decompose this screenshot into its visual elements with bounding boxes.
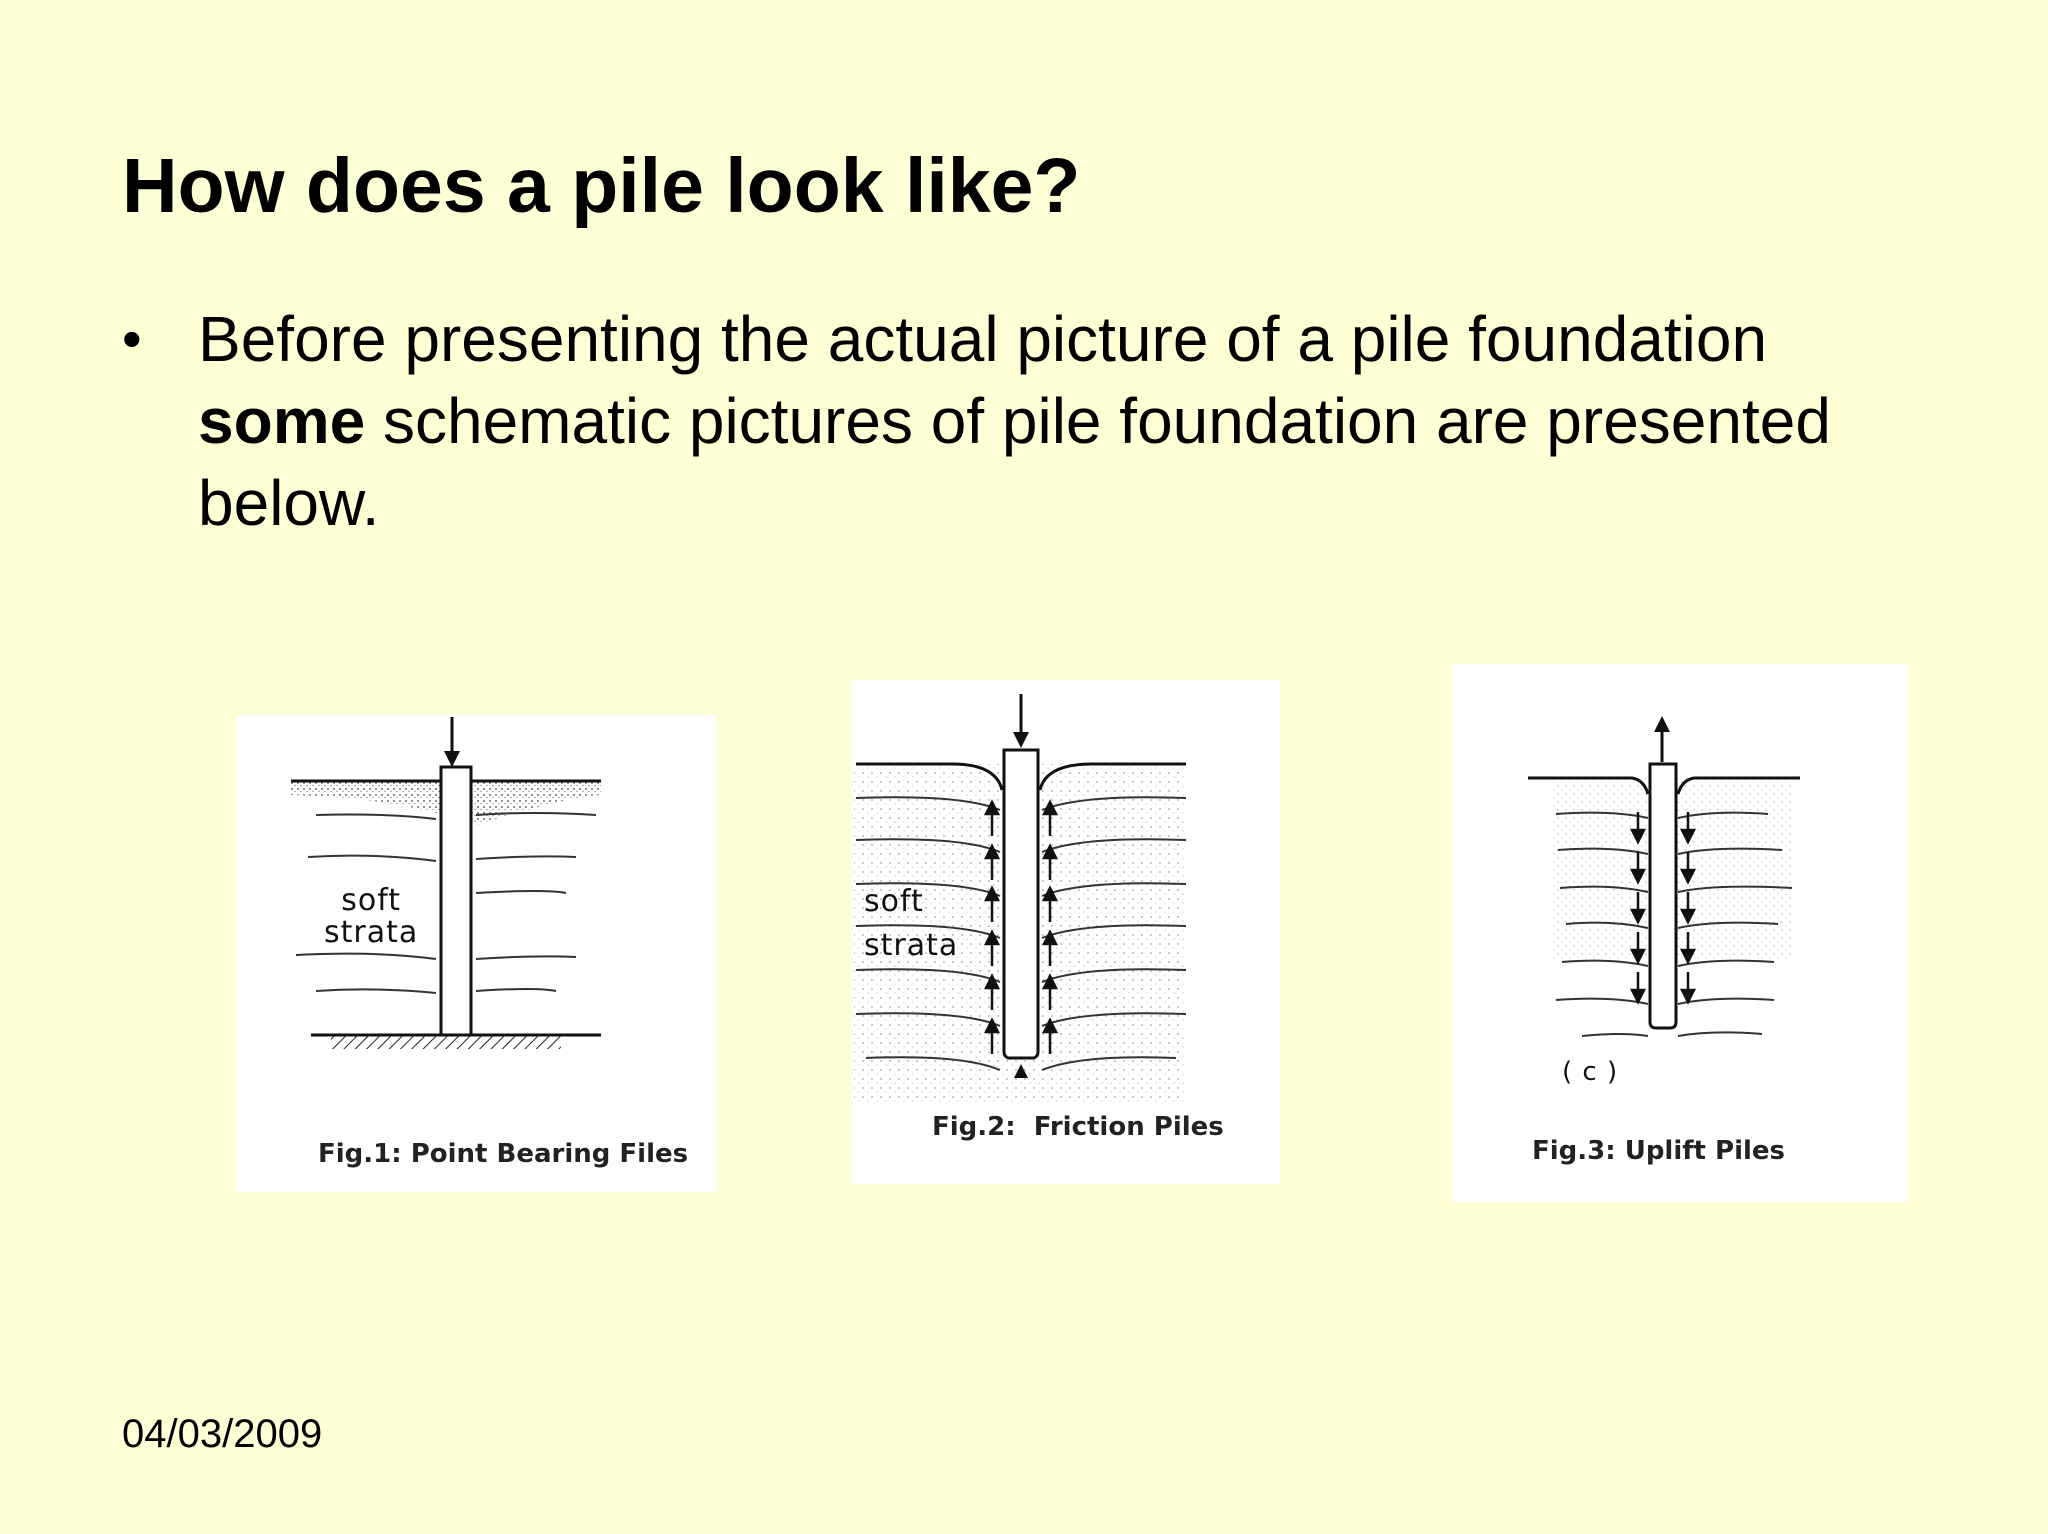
bullet-text-part1: Before presenting the actual picture of …	[198, 303, 1768, 375]
bullet-text: Before presenting the actual picture of …	[198, 298, 1942, 544]
soft-strata-label: soft strata	[864, 886, 958, 962]
bullet-paragraph: • Before presenting the actual picture o…	[122, 298, 1942, 544]
soft-label-line: soft	[341, 883, 402, 918]
point-bearing-pile-diagram	[291, 717, 601, 1049]
soft-label-line: soft	[864, 884, 924, 919]
bullet-dot: •	[122, 307, 142, 370]
bullet-text-part2: schematic pictures of pile foundation ar…	[198, 385, 1831, 539]
figure-sub-label: ( c )	[1562, 1057, 1619, 1087]
uplift-pile-diagram	[1528, 716, 1800, 1037]
figure-caption: Fig.2: Friction Piles	[932, 1112, 1224, 1142]
friction-pile-diagram	[854, 694, 1187, 1104]
figure-friction-pile: soft strata Fig.2: Friction Piles	[852, 680, 1280, 1184]
figure-point-bearing-pile: soft strata Fig.1: Point Bearing Files	[236, 715, 716, 1192]
figure-caption: Fig.1: Point Bearing Files	[318, 1139, 689, 1169]
strata-label-line: strata	[324, 915, 419, 950]
figure-uplift-pile: ( c ) Fig.3: Uplift Piles	[1452, 664, 1908, 1202]
strata-label-line: strata	[864, 928, 959, 963]
figure-caption: Fig.3: Uplift Piles	[1532, 1136, 1786, 1166]
bullet-text-emphasis: some	[198, 385, 366, 457]
soft-strata-label: soft strata	[324, 885, 418, 949]
slide-title: How does a pile look like?	[122, 143, 1081, 229]
footer-date: 04/03/2009	[122, 1412, 323, 1456]
